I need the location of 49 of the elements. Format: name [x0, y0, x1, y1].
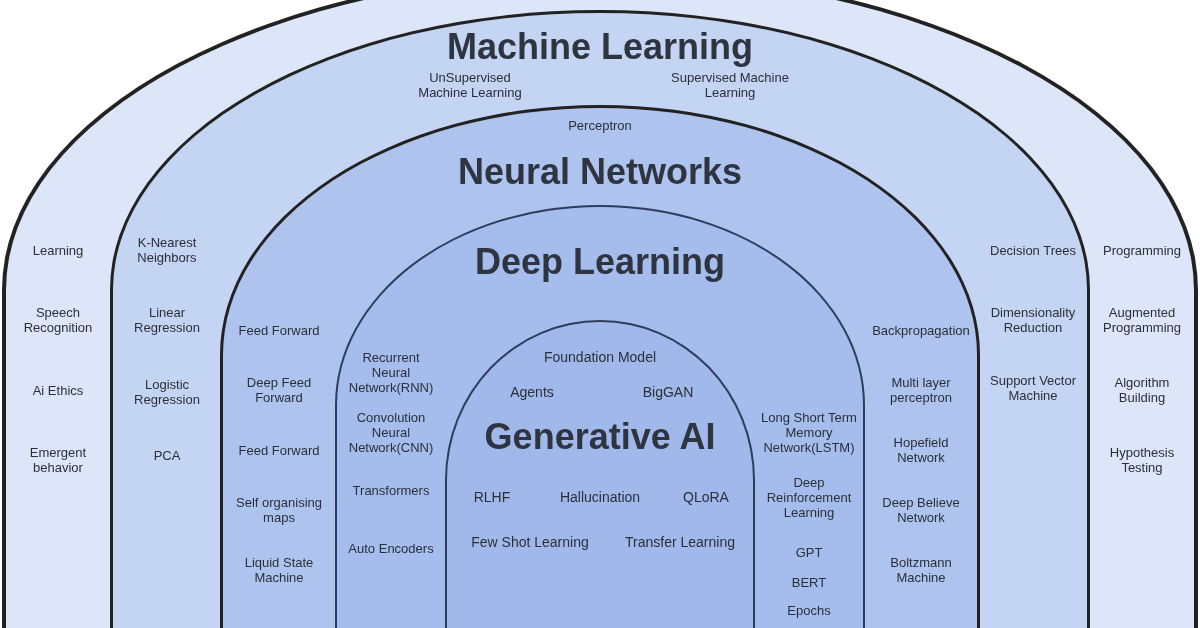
- term-label: Deep Reinforcement Learning: [765, 474, 853, 520]
- term-label: Ai Ethics: [31, 382, 85, 398]
- term-label: Decision Trees: [989, 242, 1077, 258]
- term-label: Feed Forward: [237, 322, 321, 338]
- term-label: Boltzmann Machine: [889, 555, 953, 585]
- term-label: Programming: [1102, 242, 1182, 258]
- term-label: Agents: [510, 384, 554, 400]
- term-label: Hallucination: [559, 489, 641, 505]
- term-label: Supervised Machine Learning: [670, 70, 790, 100]
- term-label: Learning: [31, 242, 85, 258]
- term-label: Convolution Neural Network(CNN): [347, 409, 435, 455]
- term-label: K-Nearest Neighbors: [136, 235, 198, 265]
- term-label: BigGAN: [642, 384, 694, 400]
- term-label: Backpropagation: [871, 322, 971, 338]
- term-label: Recurrent Neural Network(RNN): [347, 349, 435, 395]
- term-label: Augmented Programming: [1102, 305, 1182, 335]
- term-label: Multi layer perceptron: [888, 375, 954, 405]
- circle-title: Generative AI: [484, 417, 716, 457]
- term-label: Hypothesis Testing: [1108, 445, 1176, 475]
- term-label: Dimensionality Reduction: [989, 305, 1077, 335]
- term-label: Self organising maps: [235, 495, 323, 525]
- term-label: Long Short Term Memory Network(LSTM): [761, 409, 857, 455]
- term-label: Auto Encoders: [347, 540, 435, 556]
- term-label: Epochs: [786, 602, 832, 618]
- term-label: Algorithm Building: [1113, 375, 1171, 405]
- circle-title: Deep Learning: [474, 242, 726, 282]
- term-label: Support Vector Machine: [989, 373, 1077, 403]
- term-label: Liquid State Machine: [243, 555, 315, 585]
- term-label: Logistic Regression: [133, 377, 201, 407]
- term-label: Linear Regression: [133, 305, 201, 335]
- term-label: Speech Recognition: [22, 305, 94, 335]
- term-label: RLHF: [473, 489, 511, 505]
- term-label: QLoRA: [683, 489, 729, 505]
- term-label: GPT: [794, 544, 824, 560]
- term-label: PCA: [152, 447, 182, 463]
- term-label: Transfer Learning: [625, 534, 735, 550]
- term-label: UnSupervised Machine Learning: [417, 70, 523, 100]
- circle-title: Neural Networks: [457, 152, 743, 192]
- term-label: Deep Feed Forward: [245, 375, 313, 405]
- term-label: BERT: [790, 574, 828, 590]
- circle-title: Machine Learning: [446, 27, 754, 67]
- term-label: Emergent behavior: [28, 445, 88, 475]
- term-label: Transformers: [351, 482, 431, 498]
- term-label: Hopefield Network: [892, 435, 950, 465]
- term-label: Deep Believe Network: [881, 495, 961, 525]
- term-label: Perceptron: [568, 117, 632, 133]
- term-label: Few Shot Learning: [471, 534, 589, 550]
- term-label: Foundation Model: [543, 349, 657, 365]
- term-label: Feed Forward: [237, 442, 321, 458]
